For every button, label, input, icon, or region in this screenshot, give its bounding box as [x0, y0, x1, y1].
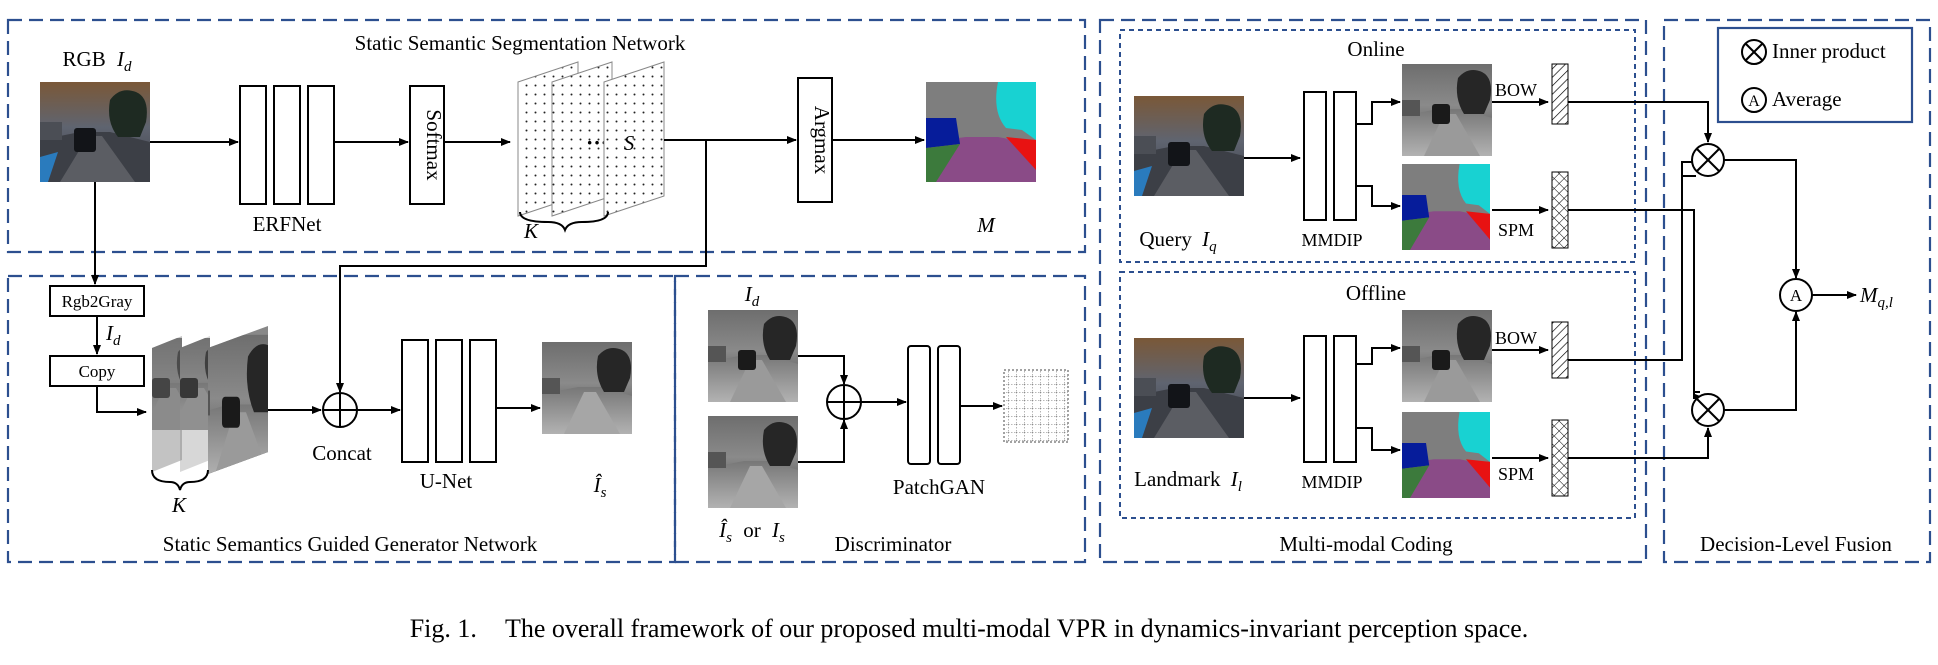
- inner-product-operator-top: [1691, 143, 1725, 177]
- figure-caption: Fig. 1. The overall framework of our pro…: [410, 614, 1529, 643]
- offline-gray-image: [1402, 310, 1492, 402]
- score-s-label: S: [624, 131, 635, 155]
- segmentation-map-image: [926, 82, 1036, 182]
- spm-label-online: SPM: [1498, 220, 1534, 240]
- multimodal-panel: [1098, 18, 1648, 564]
- mmdip-block-offline: [1303, 335, 1357, 463]
- bow-label-offline: BOW: [1495, 328, 1537, 348]
- bow-vector-offline: [1551, 321, 1569, 379]
- inner-product-operator-bottom: [1691, 393, 1725, 427]
- query-image: [1134, 96, 1244, 196]
- fusion-panel-title: Decision-Level Fusion: [1700, 532, 1892, 556]
- online-title: Online: [1347, 37, 1404, 61]
- rgb-input-label: RGB Id: [63, 47, 132, 75]
- segmentation-panel: [6, 18, 1087, 254]
- k-label-top: K: [523, 219, 539, 243]
- m-label: M: [976, 213, 996, 237]
- landmark-image: [1134, 338, 1244, 438]
- id-symbol: I: [116, 47, 125, 71]
- bow-vector-online: [1551, 63, 1569, 125]
- online-gray-image: [1402, 64, 1492, 156]
- disc-id-label: Id: [744, 282, 760, 310]
- caption-prefix: Fig. 1.: [410, 614, 477, 643]
- average-legend-label: Average: [1772, 87, 1842, 111]
- patchgan-block: [907, 345, 961, 465]
- erfnet-block: [239, 85, 335, 205]
- caption-text: The overall framework of our proposed mu…: [505, 614, 1528, 643]
- offline-panel: [1119, 271, 1636, 519]
- spm-vector-offline: [1551, 419, 1569, 497]
- multimodal-panel-title: Multi-modal Coding: [1279, 532, 1453, 556]
- disc-real-image: [708, 310, 798, 402]
- concat-label: Concat: [312, 441, 372, 465]
- offline-title: Offline: [1346, 281, 1406, 305]
- copy-label: Copy: [79, 362, 116, 381]
- landmark-label: Landmark Il: [1134, 467, 1242, 495]
- offline-seg-image: [1402, 412, 1490, 498]
- is-hat-label: Îs: [593, 473, 607, 501]
- online-seg-image: [1402, 164, 1490, 250]
- unet-label: U-Net: [420, 469, 473, 493]
- rgb-input-image: [40, 82, 150, 182]
- disc-input-label: Îs or Is: [718, 518, 785, 547]
- k-label-bottom: K: [171, 493, 187, 517]
- discriminator-panel-title: Discriminator: [835, 532, 952, 556]
- fusion-panel: [1662, 18, 1932, 564]
- generator-panel-title: Static Semantics Guided Generator Networ…: [163, 532, 538, 556]
- disc-concat-operator: [826, 384, 862, 420]
- output-mql-label: Mq,l: [1859, 283, 1893, 311]
- average-legend-icon: [1741, 87, 1767, 113]
- spm-label-offline: SPM: [1498, 464, 1534, 484]
- softmax-block: [409, 85, 445, 205]
- k-brace-bottom: [151, 469, 209, 491]
- online-panel: [1119, 29, 1636, 263]
- patchgan-label: PatchGAN: [893, 475, 985, 499]
- argmax-label: Argmax: [810, 106, 834, 175]
- bow-label-online: BOW: [1495, 80, 1537, 100]
- argmax-block: [797, 77, 833, 203]
- mmdip-label-offline: MMDIP: [1301, 472, 1362, 492]
- patch-output-grid: [1003, 369, 1069, 443]
- discriminator-panel: [673, 274, 1087, 564]
- unet-block: [401, 339, 497, 463]
- id-label-generator: Id: [105, 321, 121, 349]
- mmdip-label-online: MMDIP: [1301, 230, 1362, 250]
- static-image-output: [542, 342, 632, 434]
- id-subscript: d: [124, 59, 132, 75]
- rgb2gray-label: Rgb2Gray: [62, 292, 133, 311]
- gray-copies-stack: [152, 326, 268, 474]
- spm-vector-online: [1551, 171, 1569, 249]
- k-brace: [519, 211, 609, 233]
- mmdip-block-online: [1303, 91, 1357, 221]
- copy-block: [49, 355, 145, 387]
- average-legend-symbol: A: [1748, 93, 1760, 110]
- rgb2gray-block: [49, 285, 145, 317]
- score-maps: ···: [517, 61, 665, 217]
- segmentation-panel-title: Static Semantic Segmentation Network: [355, 31, 686, 55]
- legend-box: [1716, 26, 1914, 124]
- disc-fake-image: [708, 416, 798, 508]
- semantic-branch-wire: [336, 140, 707, 393]
- erfnet-label: ERFNet: [253, 212, 322, 236]
- rgb-text: RGB: [63, 47, 106, 71]
- inner-product-legend-icon: [1741, 39, 1767, 65]
- softmax-label: Softmax: [422, 109, 446, 181]
- query-label: Query Iq: [1139, 227, 1217, 255]
- ellipsis-dots: ···: [586, 130, 608, 155]
- inner-product-legend-label: Inner product: [1772, 39, 1886, 63]
- concat-operator: [322, 392, 358, 428]
- average-operator-symbol: A: [1790, 286, 1803, 305]
